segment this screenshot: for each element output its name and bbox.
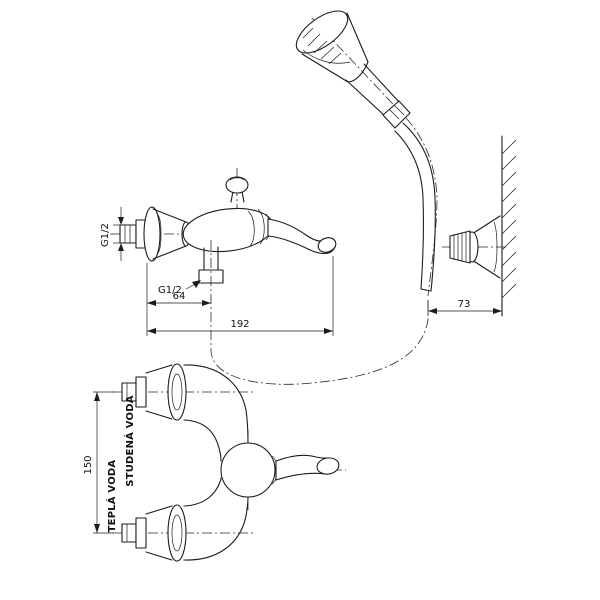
- hatch-line: [501, 155, 517, 171]
- body-collar: [257, 208, 265, 245]
- head-cone: [346, 12, 369, 63]
- bracket-cone: [471, 259, 501, 279]
- bracket-cone: [471, 215, 501, 235]
- hatch-line: [501, 283, 517, 299]
- escutcheon-contour: [157, 214, 162, 254]
- escutcheon-face: [143, 206, 161, 262]
- thread-stub-bottom: [121, 523, 137, 543]
- dim-192-text: 192: [230, 319, 249, 330]
- bracket-knob: [449, 230, 471, 264]
- flange-cone: [145, 364, 173, 374]
- arrowhead: [94, 524, 100, 533]
- dim-64-text: 64: [173, 291, 186, 302]
- head-neck: [347, 61, 369, 83]
- knurl-line: [388, 108, 400, 120]
- head-hatching: [302, 27, 342, 65]
- arrowhead: [118, 217, 124, 225]
- arrowhead: [493, 308, 502, 314]
- hatch-line: [501, 251, 517, 267]
- hex-nut-top: [135, 376, 147, 408]
- hatch-line: [302, 27, 314, 39]
- g12-top-text: G1/2: [100, 223, 111, 247]
- hatch-line: [307, 33, 321, 47]
- dim-73-text: 73: [458, 299, 471, 310]
- knob-top: [229, 177, 245, 181]
- faucet-front-view: [112, 363, 346, 562]
- handle-edge: [345, 79, 387, 118]
- arrowhead: [147, 300, 156, 306]
- arrowhead: [94, 392, 100, 401]
- hatch-line: [501, 219, 517, 235]
- hatch-line: [501, 139, 517, 155]
- hatch-line: [501, 187, 517, 203]
- flange-cone: [145, 505, 173, 515]
- valve-body: [220, 442, 276, 498]
- body-top-outer: [183, 364, 249, 444]
- wall-hatching: [501, 139, 517, 299]
- body-top-inner: [183, 419, 222, 462]
- body-bottom-inner: [183, 477, 222, 507]
- arrowhead: [192, 280, 201, 288]
- thread-stub: [119, 224, 137, 244]
- hatch-line: [313, 40, 328, 54]
- hatch-line: [501, 267, 517, 283]
- hose-centerline: [405, 117, 438, 297]
- dimension-73: 73: [427, 299, 502, 316]
- arrowhead: [147, 328, 156, 334]
- lever-tip: [317, 237, 337, 253]
- arrowhead: [118, 243, 124, 251]
- hatch-line: [501, 235, 517, 251]
- dimension-150: 150: [83, 391, 114, 534]
- body-bottom-outer: [183, 496, 249, 561]
- hex-nut-bottom: [135, 517, 147, 549]
- arrowhead: [202, 300, 211, 306]
- hot-water-label: TEPLÁ VODA: [105, 460, 118, 533]
- hand-shower: [295, 10, 438, 297]
- hose-outer: [402, 122, 436, 292]
- head-cone: [301, 53, 349, 83]
- knob-stem: [241, 190, 245, 203]
- bracket-contour: [493, 221, 498, 273]
- hatch-line: [501, 203, 517, 219]
- faucet-body: [182, 207, 274, 253]
- flange-face-top: [167, 363, 187, 421]
- shower-head-face: [295, 10, 349, 54]
- hose-end: [420, 288, 432, 292]
- knurl-line: [393, 104, 405, 116]
- flange-face-bottom: [167, 504, 187, 562]
- flange-cone: [145, 410, 173, 420]
- dim-150-text: 150: [83, 455, 94, 474]
- hatch-line: [501, 171, 517, 187]
- hatch-line: [320, 46, 335, 60]
- dimension-64: 64: [146, 263, 211, 336]
- diverter-knob: [225, 176, 249, 194]
- handle-edge: [363, 63, 401, 104]
- hose-connector: [382, 100, 411, 129]
- front-lever-tip: [316, 457, 340, 475]
- arrowhead: [324, 328, 333, 334]
- connecting-centerline: [210, 240, 429, 385]
- flange-cone: [145, 551, 173, 561]
- cold-water-label: STUDENÁ VODA: [123, 395, 136, 486]
- head-rim: [302, 49, 351, 64]
- flange-face-top-inner: [171, 373, 183, 411]
- arrowhead: [428, 308, 437, 314]
- dimension-192: 192: [147, 256, 334, 336]
- body-collar: [247, 210, 255, 247]
- thread-label-top: G1/2: [100, 207, 129, 261]
- flange-face-bottom-inner: [171, 514, 183, 552]
- wall-bracket: [442, 135, 517, 317]
- escutcheon-cone: [152, 208, 187, 223]
- hatch-line: [328, 52, 342, 65]
- g12-bottom-text: G1/2: [158, 285, 182, 296]
- hose-inner: [394, 130, 424, 290]
- thread-label-bottom: G1/2: [158, 280, 201, 296]
- escutcheon-cone: [152, 245, 187, 260]
- faucet-side-view: [110, 168, 337, 284]
